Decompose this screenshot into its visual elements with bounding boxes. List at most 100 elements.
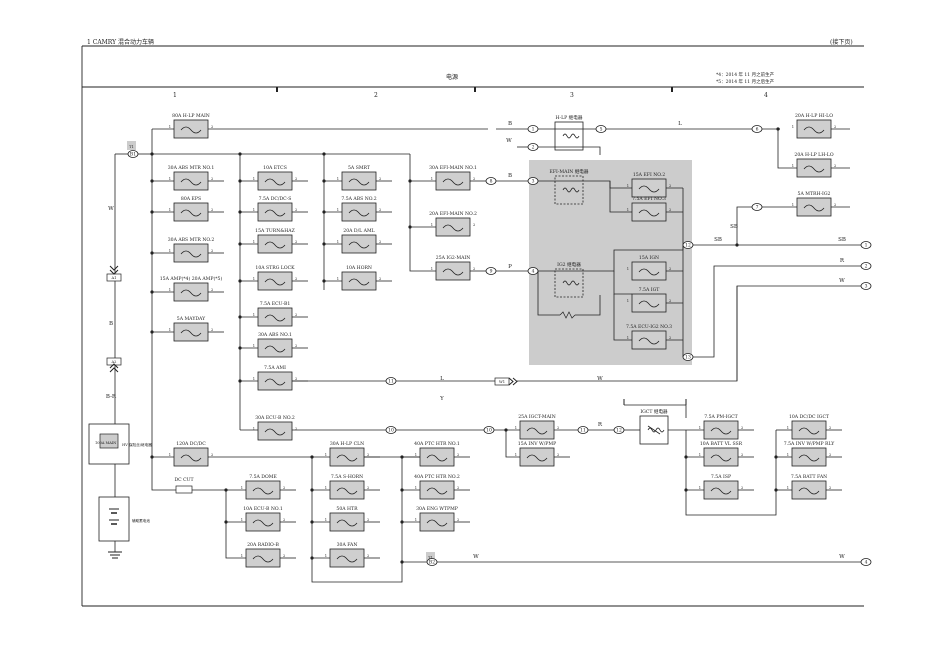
fuse-body xyxy=(341,202,377,222)
fuse-label: 30A ECU-B NO.2 xyxy=(255,415,295,421)
section-label: 电源 xyxy=(446,74,459,81)
junction-dot xyxy=(310,488,314,492)
fuse-element-icon xyxy=(336,454,358,462)
fuse-element-icon xyxy=(264,428,286,436)
fuse-label: 30A FAN xyxy=(337,542,358,548)
fuse-body xyxy=(631,293,667,313)
page-title: 1 CAMRY 混合动力车辆 xyxy=(87,39,154,46)
pin-label: 1 xyxy=(337,240,339,244)
fuse-body xyxy=(329,512,365,532)
pin-label: 2 xyxy=(829,453,831,457)
out-connector-3 xyxy=(860,282,872,290)
fuse-label: 80A H-LP MAIN xyxy=(172,113,210,119)
pin-label: 1 xyxy=(792,125,794,129)
connector-label: 11 xyxy=(388,379,394,385)
wire-color-label: B xyxy=(508,173,512,179)
connector-label: 11 xyxy=(580,428,586,434)
junction-dot xyxy=(776,127,780,131)
fuse-body xyxy=(341,171,377,191)
fuse-label: 15A INV W/PMP xyxy=(518,441,556,447)
relay-coil-icon xyxy=(647,427,665,433)
connector-label: W1 xyxy=(499,380,505,384)
pin-label: 2 xyxy=(834,203,836,207)
connector-label: 12 xyxy=(616,428,622,434)
connector-label: 1 xyxy=(865,243,868,249)
fuse-body xyxy=(341,271,377,291)
pin-label: 1 xyxy=(241,554,243,558)
fuse-body xyxy=(257,234,293,254)
fuse-label: 10A HORN xyxy=(346,265,372,271)
out-connector-2 xyxy=(860,262,872,270)
relay-shaded-area xyxy=(529,160,692,365)
fuse-body xyxy=(631,330,667,350)
connector-a2 xyxy=(106,357,122,366)
pin-label: 1 xyxy=(431,177,433,181)
junction-dot xyxy=(310,556,314,560)
connector-label: 5 xyxy=(600,127,603,133)
fuse-element-icon xyxy=(336,487,358,495)
fuse-element-icon xyxy=(348,241,370,249)
wire-color-label: B xyxy=(508,121,512,127)
junction-dot xyxy=(150,152,154,156)
connector-12 xyxy=(682,241,694,249)
pin-label: 2 xyxy=(457,486,459,490)
fuse-body xyxy=(329,480,365,500)
pin-label: 2 xyxy=(834,125,836,129)
wire-color-label: SB xyxy=(714,237,722,243)
relay-frame xyxy=(554,121,584,151)
pin-label: 2 xyxy=(669,184,671,188)
fuse-element-icon xyxy=(798,454,820,462)
zone-label-3: 3 xyxy=(570,92,574,99)
pin-label: 1 xyxy=(792,203,794,207)
fuse-label: 15A IGN xyxy=(639,255,659,261)
pin-label: 2 xyxy=(295,277,297,281)
fuse-label: 10A ETCS xyxy=(263,165,287,171)
junction-dot xyxy=(408,225,412,229)
junction-dot xyxy=(238,242,242,246)
junction-dot xyxy=(735,243,739,247)
junction-dot xyxy=(504,428,508,432)
relay-label: IG2 继电器 xyxy=(557,261,581,268)
relay-igct: IGCT 继电器 xyxy=(639,408,669,445)
junction-dot xyxy=(150,179,154,183)
fuse-element-icon xyxy=(442,224,464,232)
connector-label: 3 xyxy=(532,179,535,185)
relay-label: H-LP 继电器 xyxy=(556,114,583,121)
pin-label: 1 xyxy=(253,208,255,212)
fuse-element-icon xyxy=(264,314,286,322)
fuse-body xyxy=(791,480,827,500)
connector-arrow-icon xyxy=(109,363,119,373)
fuse-body xyxy=(791,420,827,440)
fuse-label: 7.5A ABS NO.2 xyxy=(341,196,376,202)
fuse-body xyxy=(631,261,667,281)
wire-color-label: R xyxy=(840,258,845,264)
fuse-label: 7.5A DOME xyxy=(249,474,277,480)
fuse-label: 40A PTC HTR NO.1 xyxy=(414,441,460,447)
junction-dot xyxy=(150,330,154,334)
pin-label: 1 xyxy=(325,486,327,490)
junction-dot xyxy=(310,520,314,524)
fuse-body xyxy=(631,178,667,198)
pin-label: 1 xyxy=(241,486,243,490)
junction-dot xyxy=(322,242,326,246)
connector-label: 2 xyxy=(532,145,535,151)
pin-label: 1 xyxy=(337,277,339,281)
pin-label: 2 xyxy=(669,336,671,340)
wire xyxy=(538,249,683,272)
fuse-label: 30A EFI-MAIN NO.1 xyxy=(429,165,477,171)
fuse-body xyxy=(173,447,209,467)
junction-dot xyxy=(322,179,326,183)
fuse-element-icon xyxy=(180,250,202,258)
wire-color-label: W xyxy=(506,138,512,144)
fuse-element-icon xyxy=(798,427,820,435)
